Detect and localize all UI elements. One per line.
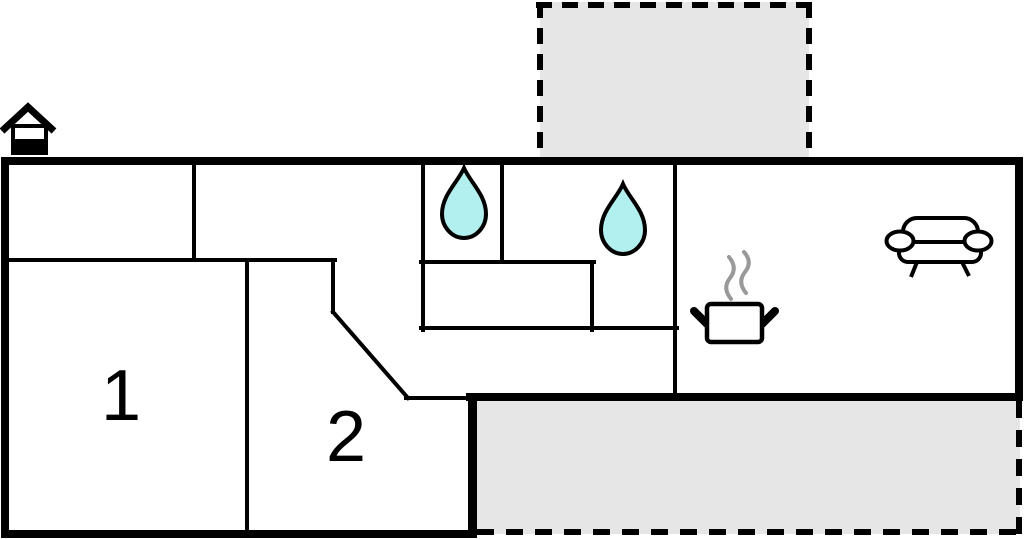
exterior-walls [1, 157, 1023, 538]
steam-line [724, 255, 736, 301]
sofa-leg-right [960, 261, 971, 277]
cooking-pot-icon [690, 250, 779, 345]
terrace-bottom [477, 401, 1022, 536]
water-drop-shape [598, 178, 648, 257]
water-drop-icon [598, 178, 648, 257]
terrace-top [536, 2, 813, 158]
wall-left [1, 157, 9, 538]
terrace-bottom-area [477, 401, 1020, 534]
interior-walls [2, 161, 679, 535]
wall-living-room-bottom [466, 393, 1023, 401]
house-icon-base [13, 139, 46, 153]
wall-segment-diagonal [330, 309, 411, 401]
steam-line [739, 250, 751, 295]
water-drop-icon [439, 162, 489, 241]
sofa-armrest-right [962, 229, 994, 253]
sofa-leg-left [909, 261, 919, 278]
water-drop-shape [439, 162, 489, 241]
wall-top [1, 157, 1023, 165]
room-2-label: 2 [326, 397, 366, 477]
pot-body [704, 301, 765, 345]
wall-bottom-left [1, 530, 477, 538]
house-icon-roof [0, 102, 57, 134]
sofa-icon [884, 216, 994, 278]
terrace-top-area [540, 2, 809, 158]
wall-right [1015, 157, 1023, 401]
wall-terrace-left [468, 393, 477, 538]
sofa-armrest-left [884, 229, 916, 253]
room-1-label: 1 [101, 356, 141, 436]
house-icon [0, 102, 57, 155]
